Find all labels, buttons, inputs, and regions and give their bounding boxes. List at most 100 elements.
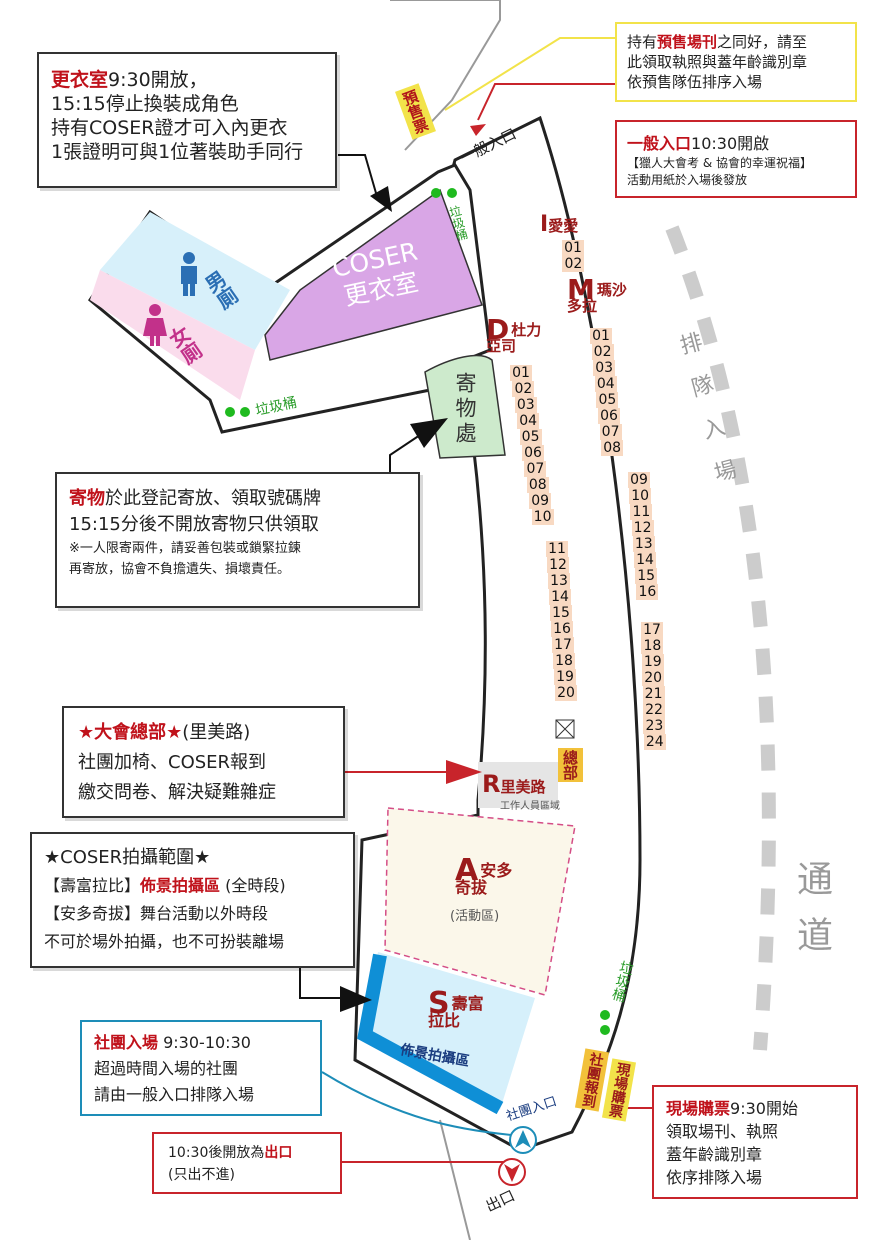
staff-area-label: 工作人員區域 <box>500 801 560 812</box>
coser-photo-note: ★COSER拍攝範圍★ 【壽富拉比】佈景拍攝區 (全時段) 【安多奇拔】舞台活動… <box>30 832 355 968</box>
trash-dot <box>447 188 457 198</box>
hq-label: 總部 <box>558 748 583 782</box>
booth-m-06: 06 <box>598 408 620 424</box>
booth-m-12: 12 <box>631 520 654 536</box>
onsite-time: 9:30開始 <box>730 1099 798 1118</box>
booth-d-14: 14 <box>549 589 571 605</box>
zone-m-header: M 瑪沙 多拉 <box>567 273 627 315</box>
general-entry-highlight: 一般入口 <box>627 134 692 153</box>
hq-arrow-head <box>446 760 482 784</box>
booth-d-08: 08 <box>526 477 549 493</box>
presale-note: 持有預售場刊之同好，請至 此領取執照與蓋年齡識別章 依預售隊伍排序入場 <box>615 22 857 102</box>
coser-photo-title: ★COSER拍攝範圍★ <box>44 847 211 868</box>
dressing-arrow-head <box>370 186 392 212</box>
storage-arrow-head <box>410 418 448 448</box>
storage-line1: 寄物於此登記寄放、領取號碼牌 <box>69 486 406 512</box>
zone-d-letter: D <box>486 313 510 346</box>
road-line-2 <box>439 1119 471 1240</box>
storage-highlight: 寄物 <box>69 488 105 509</box>
trash-dot <box>600 1025 610 1035</box>
booth-m-08: 08 <box>601 440 624 456</box>
booth-m-15: 15 <box>635 568 658 584</box>
booth-m-01: 01 <box>590 328 612 344</box>
general-entry-arrow <box>477 83 615 121</box>
onsite-line4: 依序排隊入場 <box>666 1168 763 1187</box>
zone-i-name: 愛愛 <box>548 217 579 235</box>
exit-line1: 10:30後開放為出口 <box>168 1142 326 1164</box>
trash-dot <box>225 407 235 417</box>
presale-line2: 此領取執照與蓋年齡識別章 <box>627 53 808 71</box>
booth-m-17: 17 <box>641 622 663 638</box>
booth-m-13: 13 <box>632 536 655 552</box>
booth-m-21: 21 <box>642 686 665 702</box>
presale-suffix: 之同好，請至 <box>717 33 808 51</box>
coser-photo-suffix: (全時段) <box>225 876 286 895</box>
booth-m-18: 18 <box>641 638 664 654</box>
hq-area <box>478 762 558 808</box>
zone-r-letter: R <box>482 770 501 798</box>
hq-suffix: (里美路) <box>182 722 251 743</box>
club-entry-path <box>321 1071 513 1136</box>
onsite-line2: 領取場刊、執照 <box>666 1122 779 1141</box>
storage-line4: 再寄放，協會不負擔遺失、損壞責任。 <box>69 562 291 577</box>
booth-d-11: 11 <box>546 541 568 557</box>
female-icon <box>143 304 167 346</box>
coser-photo-line3: 【安多奇拔】舞台活動以外時段 <box>44 904 269 923</box>
presale-highlight: 預售場刊 <box>657 33 718 51</box>
general-entry-line2: 【獵人大會考 & 協會的幸運祝福】 <box>627 156 812 170</box>
booth-m-24: 24 <box>643 734 666 750</box>
club-entry-line1: 社團入場 9:30-10:30 <box>94 1030 308 1056</box>
zone-r-header: R里美路 <box>482 770 546 798</box>
queue-path <box>665 225 776 1051</box>
storage-line2: 15:15分後不開放寄物只供領取 <box>69 514 319 535</box>
zone-s-label: S 壽富 拉比 <box>428 989 484 1030</box>
booth-m-19: 19 <box>641 654 664 670</box>
zone-a-name-1: 安多 <box>480 861 513 880</box>
booth-d-05: 05 <box>519 429 542 445</box>
coser-room-area <box>264 188 483 361</box>
hq-highlight: ★大會總部★ <box>78 722 183 743</box>
storage-arrow <box>389 434 421 472</box>
male-icon <box>181 252 197 296</box>
zone-a-area <box>384 807 576 996</box>
road-line <box>390 0 501 151</box>
club-entry-highlight: 社團入場 <box>94 1033 159 1052</box>
storage-line1-rest: 於此登記寄放、領取號碼牌 <box>105 488 321 509</box>
hq-line3: 繳交問卷、解決疑難雜症 <box>78 782 276 803</box>
hq-line1: ★大會總部★(里美路) <box>78 718 329 748</box>
general-entry-time: 10:30開啟 <box>691 134 770 153</box>
club-entry-arrow-glyph <box>515 1130 531 1148</box>
zone-i-header: I愛愛 <box>540 212 578 237</box>
zone-m-name-1: 瑪沙 <box>596 281 627 299</box>
general-entry-arrow-head <box>470 124 486 136</box>
booth-d-03: 03 <box>514 397 537 413</box>
booth-m-02: 02 <box>591 344 614 360</box>
coser-photo-highlight: 佈景拍攝區 <box>140 876 221 895</box>
booth-d-06: 06 <box>522 445 544 461</box>
zone-a-label: A 安多 奇拔 <box>455 856 513 897</box>
presale-line1: 持有預售場刊之同好，請至 <box>627 32 845 52</box>
booth-d-10: 10 <box>531 509 554 525</box>
booth-d-01: 01 <box>510 365 532 381</box>
zone-d-name-2: 亞司 <box>486 337 517 355</box>
booth-m-22: 22 <box>643 702 665 718</box>
booth-m-14: 14 <box>634 552 656 568</box>
zone-d-header: D 杜力 亞司 <box>486 313 541 355</box>
dressing-note-line3: 持有COSER證才可入內更衣 <box>51 117 288 139</box>
booth-m-09: 09 <box>628 472 650 488</box>
exit-highlight: 出口 <box>264 1145 293 1161</box>
club-entry-line2: 超過時間入場的社團 <box>94 1059 239 1078</box>
booth-d-12: 12 <box>547 557 569 573</box>
club-entry-note: 社團入場 9:30-10:30 超過時間入場的社團 請由一般入口排隊入場 <box>80 1020 322 1116</box>
presale-prefix: 持有 <box>627 33 658 51</box>
club-entry-line3: 請由一般入口排隊入場 <box>94 1085 255 1104</box>
booth-i-02: 02 <box>562 256 585 272</box>
general-entry-line1: 一般入口10:30開啟 <box>627 130 845 154</box>
storage-note: 寄物於此登記寄放、領取號碼牌 15:15分後不開放寄物只供領取 ※一人限寄兩件，… <box>55 472 420 608</box>
coser-photo-prefix: 【壽富拉比】 <box>44 876 141 895</box>
zone-m-letter: M <box>567 273 595 306</box>
booth-d-17: 17 <box>552 637 574 653</box>
zone-s-area <box>360 952 535 1110</box>
presale-line3: 依預售隊伍排序入場 <box>627 73 763 91</box>
booth-m-07: 07 <box>599 424 622 440</box>
